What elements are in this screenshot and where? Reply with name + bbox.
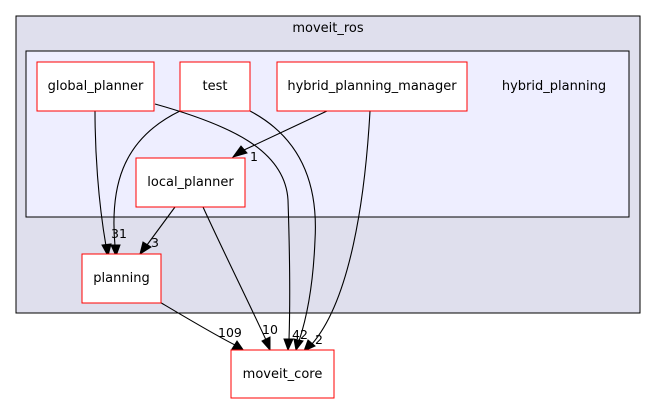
edge-label-hpm-local: 1 bbox=[250, 149, 258, 164]
edge-label-planning-core: 109 bbox=[218, 325, 242, 340]
edge-global-core-arrow bbox=[283, 338, 294, 352]
node-test-box bbox=[179, 61, 251, 112]
edge-global-planning bbox=[94, 110, 107, 247]
edge-hpm-local-arrow bbox=[231, 145, 248, 158]
node-local-planner[interactable]: local_planner bbox=[135, 157, 246, 208]
edge-global-planning-arrow bbox=[101, 243, 112, 258]
edge-label-global-test-planning: 31 bbox=[111, 226, 127, 241]
node-planning-label: planning bbox=[93, 271, 149, 286]
node-global-planner[interactable]: global_planner bbox=[36, 61, 155, 112]
edge-label-global-test-core: 42 bbox=[292, 327, 308, 342]
edge-test-planning-arrow bbox=[110, 244, 121, 258]
node-local-planner-box bbox=[135, 157, 246, 208]
edge-test-core bbox=[249, 110, 316, 342]
edge-hpm-local bbox=[243, 110, 328, 151]
edge-labels: 1 3 31 109 10 42 2 bbox=[111, 149, 323, 347]
cluster-hybrid-planning-label: hybrid_planning bbox=[502, 79, 606, 94]
edge-label-local-core: 10 bbox=[262, 322, 278, 337]
edge-test-core-arrow bbox=[293, 338, 304, 352]
node-global-planner-box bbox=[36, 61, 155, 112]
edge-local-core-arrow bbox=[261, 336, 271, 352]
edge-label-local-planning: 3 bbox=[151, 235, 159, 250]
node-planning[interactable]: planning bbox=[81, 253, 162, 304]
edge-test-planning bbox=[113, 110, 181, 247]
edge-global-core bbox=[154, 103, 291, 341]
node-test[interactable]: test bbox=[179, 61, 251, 112]
node-global-planner-label: global_planner bbox=[48, 79, 144, 94]
node-moveit-core-label: moveit_core bbox=[243, 367, 323, 382]
edge-label-hpm-core: 2 bbox=[315, 332, 323, 347]
node-hybrid-planning-manager-box bbox=[276, 61, 468, 112]
edge-planning-core bbox=[157, 300, 236, 346]
node-local-planner-label: local_planner bbox=[147, 175, 234, 190]
edges bbox=[94, 103, 371, 352]
cluster-moveit-ros-label: moveit_ros bbox=[292, 21, 364, 36]
edge-hpm-core-arrow bbox=[303, 339, 316, 352]
node-moveit-core[interactable]: moveit_core bbox=[230, 349, 335, 399]
edge-hpm-core bbox=[311, 110, 371, 345]
node-hybrid-planning-manager[interactable]: hybrid_planning_manager bbox=[276, 61, 468, 112]
node-planning-box bbox=[81, 253, 162, 304]
edge-local-planning-arrow bbox=[139, 241, 152, 256]
edge-local-core bbox=[202, 206, 267, 341]
edge-local-planning bbox=[146, 206, 176, 246]
node-test-label: test bbox=[203, 79, 228, 94]
node-moveit-core-box bbox=[230, 349, 335, 399]
node-hybrid-planning-manager-label: hybrid_planning_manager bbox=[287, 79, 457, 94]
